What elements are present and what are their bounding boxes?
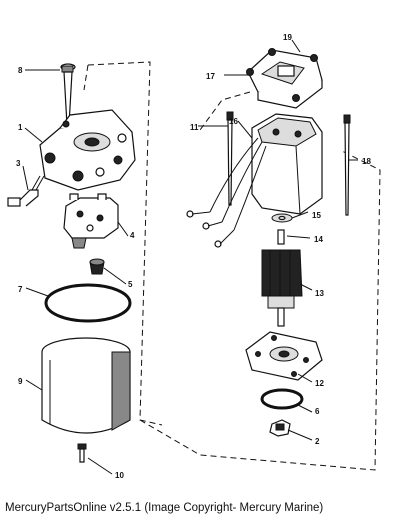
part-11-through-bolt[interactable] (226, 111, 234, 206)
callout-8: 8 (18, 66, 23, 75)
exploded-parts-diagram: 8 1 3 4 5 7 9 10 11 17 19 16 18 15 14 13… (7, 33, 381, 480)
leader-lines (22, 39, 358, 475)
part-6-seal[interactable] (260, 388, 304, 410)
callout-13: 13 (315, 289, 324, 298)
callout-1: 1 (18, 123, 23, 132)
callout-7: 7 (18, 285, 23, 294)
part-5-plug[interactable] (89, 258, 105, 275)
callout-16: 16 (229, 117, 238, 126)
part-8-dipstick[interactable] (60, 63, 76, 126)
part-18-through-bolt[interactable] (343, 114, 351, 216)
callout-3: 3 (16, 159, 21, 168)
callout-5: 5 (128, 280, 133, 289)
callout-6: 6 (315, 407, 320, 416)
assembly-guide-lines (83, 61, 381, 471)
callout-10: 10 (115, 471, 124, 480)
callout-12: 12 (315, 379, 324, 388)
part-16-leads[interactable] (186, 137, 267, 248)
part-2-coupler[interactable] (269, 419, 291, 437)
callout-14: 14 (314, 235, 323, 244)
part-15-motor-housing[interactable] (251, 113, 323, 215)
callout-2: 2 (315, 437, 320, 446)
part-12-end-plate[interactable] (245, 331, 323, 381)
callout-19: 19 (283, 33, 292, 42)
part-4-valve-block[interactable] (63, 193, 119, 249)
part-14-washer[interactable] (271, 213, 293, 223)
callout-labels: 8 1 3 4 5 7 9 10 11 17 19 16 18 15 14 13… (16, 33, 371, 480)
callout-18: 18 (362, 157, 371, 166)
part-3-fitting[interactable] (7, 175, 45, 207)
part-1-pump-body[interactable] (39, 109, 136, 191)
part-10-screw[interactable] (77, 443, 87, 463)
callout-11: 11 (190, 123, 199, 132)
callout-17: 17 (206, 72, 215, 81)
part-7-oring[interactable] (44, 283, 132, 323)
callout-4: 4 (130, 231, 135, 240)
part-17-end-cap[interactable] (247, 49, 323, 109)
callout-9: 9 (18, 377, 23, 386)
image-caption: MercuryPartsOnline v2.5.1 (Image Copyrig… (5, 502, 324, 514)
part-9-reservoir[interactable] (41, 337, 131, 434)
callout-15: 15 (312, 211, 321, 220)
part-13-armature[interactable] (261, 229, 303, 327)
